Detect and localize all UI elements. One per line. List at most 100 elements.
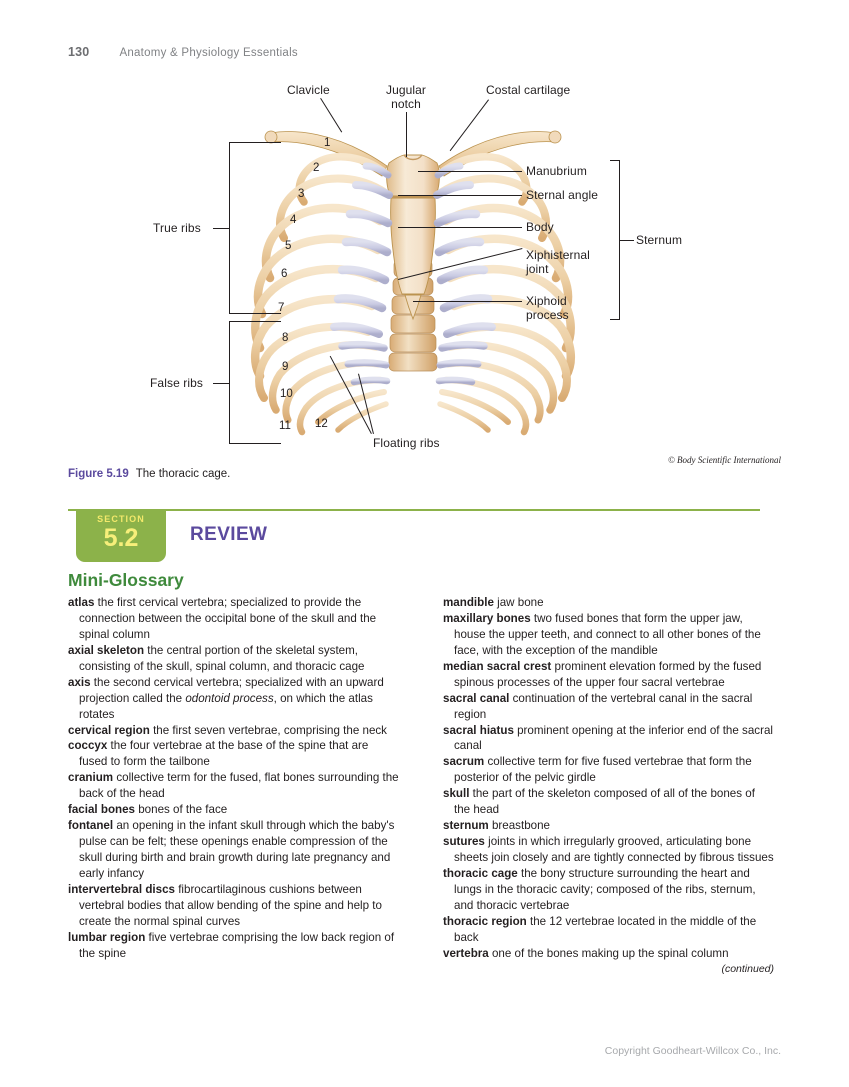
- glossary-definition: two fused bones that form the upper jaw,…: [454, 611, 761, 657]
- glossary-definition: the second cervical vertebra; specialize…: [79, 675, 384, 705]
- book-title: Anatomy & Physiology Essentials: [119, 47, 298, 59]
- glossary-entry: intervertebral discs fibrocartilaginous …: [68, 882, 399, 930]
- glossary-definition: bones of the face: [135, 803, 228, 817]
- glossary-definition: prominent opening at the inferior end of…: [454, 723, 773, 753]
- glossary-entry: skull the part of the skeleton composed …: [443, 786, 774, 818]
- glossary-entry: sacral canal continuation of the vertebr…: [443, 691, 774, 723]
- glossary-entry: mandible jaw bone: [443, 595, 774, 611]
- glossary-entry: coccyx the four vertebrae at the base of…: [68, 738, 399, 770]
- glossary-definition: five vertebrae comprising the low back r…: [79, 930, 395, 960]
- glossary-term: cervical region: [68, 723, 150, 737]
- glossary-term: intervertebral discs: [68, 882, 175, 896]
- label-sternal-angle: Sternal angle: [526, 188, 599, 202]
- rib-number-8: 8: [282, 332, 289, 344]
- glossary-term: maxillary bones: [443, 611, 531, 625]
- page-number: 130: [68, 45, 90, 59]
- ribs-left: [250, 153, 393, 436]
- label-xiphoid-process: Xiphoid process: [526, 294, 569, 323]
- glossary-term: atlas: [68, 596, 95, 609]
- glossary-term: sutures: [443, 835, 485, 849]
- ribcage-illustration: [248, 92, 578, 447]
- leader-manubrium: [418, 171, 522, 172]
- glossary-definition: collective term for five fused vertebrae…: [454, 755, 752, 785]
- bracket-false-ribs: [229, 321, 281, 444]
- glossary-term: sacral canal: [443, 691, 510, 705]
- rib-number-9: 9: [282, 361, 289, 373]
- glossary-entry: cranium collective term for the fused, f…: [68, 770, 399, 802]
- label-xiphisternal-joint: Xiphisternal joint: [526, 248, 590, 277]
- review-title: REVIEW: [190, 524, 268, 545]
- label-sternum: Sternum: [636, 233, 683, 247]
- glossary-entry: axial skeleton the central portion of th…: [68, 643, 399, 675]
- leader-sternal-angle: [398, 195, 522, 196]
- page-footer-copyright: Copyright Goodheart-Willcox Co., Inc.: [604, 1045, 781, 1057]
- glossary-term: sacrum: [443, 755, 485, 769]
- glossary-definition: fibrocartilaginous cushions between vert…: [79, 882, 382, 928]
- rib-number-3: 3: [298, 188, 305, 200]
- bracket-sternum: [610, 160, 620, 320]
- glossary-term: vertebra: [443, 946, 489, 960]
- glossary-entry: facial bones bones of the face: [68, 802, 399, 818]
- running-head: 130 Anatomy & Physiology Essentials: [68, 45, 298, 59]
- glossary-entry: maxillary bones two fused bones that for…: [443, 611, 774, 659]
- leader-jugular-notch: [406, 112, 407, 157]
- glossary-entry: vertebra one of the bones making up the …: [443, 946, 774, 962]
- label-floating-ribs: Floating ribs: [373, 436, 440, 450]
- glossary-entry: sutures joints in which irregularly groo…: [443, 834, 774, 866]
- label-manubrium: Manubrium: [526, 164, 587, 178]
- glossary-definition: continuation of the vertebral canal in t…: [454, 691, 753, 721]
- glossary-term: axial skeleton: [68, 643, 145, 657]
- glossary-term: facial bones: [68, 803, 136, 817]
- label-clavicle: Clavicle: [287, 83, 330, 97]
- ribs-right: [433, 153, 576, 436]
- glossary-definition: collective term for the fused, flat bone…: [79, 771, 399, 801]
- glossary-definition-tail: , on which the atlas rotates: [79, 691, 373, 721]
- glossary-term: thoracic region: [443, 914, 527, 928]
- figure-caption: Figure 5.19 The thoracic cage.: [68, 468, 230, 480]
- label-body: Body: [526, 220, 554, 234]
- leader-body: [398, 227, 522, 228]
- glossary-definition: an opening in the infant skull through w…: [79, 819, 395, 880]
- glossary-entry: sternum breastbone: [443, 818, 774, 834]
- glossary-definition: the first cervical vertebra; specialized…: [79, 596, 377, 641]
- rib-number-1: 1: [324, 137, 331, 149]
- leader-false-ribs: [213, 383, 230, 384]
- rib-number-2: 2: [313, 162, 320, 174]
- glossary-definition: the 12 vertebrae located in the middle o…: [454, 914, 757, 944]
- glossary-columns: atlas the first cervical vertebra; speci…: [68, 595, 774, 975]
- glossary-term: axis: [68, 675, 91, 689]
- glossary-term: skull: [443, 787, 470, 801]
- glossary-definition: jaw bone: [493, 596, 544, 609]
- glossary-entry: lumbar region five vertebrae comprising …: [68, 930, 399, 962]
- glossary-term: sacral hiatus: [443, 723, 514, 737]
- glossary-term: sternum: [443, 819, 489, 833]
- glossary-entry: thoracic region the 12 vertebrae located…: [443, 914, 774, 946]
- glossary-entry: axis the second cervical vertebra; speci…: [68, 675, 399, 723]
- glossary-term: lumbar region: [68, 930, 146, 944]
- glossary-definition-italic: odontoid process: [185, 691, 274, 705]
- label-jugular-notch: Jugular notch: [385, 83, 427, 112]
- glossary-definition: the central portion of the skeletal syst…: [79, 643, 365, 673]
- figure-number: Figure 5.19: [68, 468, 129, 480]
- glossary-entry: atlas the first cervical vertebra; speci…: [68, 595, 399, 643]
- glossary-definition: the part of the skeleton composed of all…: [454, 787, 755, 817]
- label-true-ribs: True ribs: [153, 221, 201, 235]
- rib-number-11: 11: [279, 420, 291, 432]
- figure-credit: © Body Scientific International: [667, 455, 781, 465]
- glossary-definition: the bony structure surrounding the heart…: [454, 866, 756, 912]
- glossary-entry: thoracic cage the bony structure surroun…: [443, 866, 774, 914]
- figure-caption-text: The thoracic cage.: [135, 468, 231, 480]
- section-badge-number: 5.2: [103, 524, 139, 552]
- glossary-definition: one of the bones making up the spinal co…: [488, 946, 729, 960]
- glossary-entry: median sacral crest prominent elevation …: [443, 659, 774, 691]
- glossary-definition: the four vertebrae at the base of the sp…: [79, 739, 369, 769]
- glossary-entry: fontanel an opening in the infant skull …: [68, 818, 399, 882]
- glossary-entry: cervical region the first seven vertebra…: [68, 723, 399, 739]
- glossary-entry: sacral hiatus prominent opening at the i…: [443, 723, 774, 755]
- sternum-bones: [386, 154, 440, 321]
- glossary-column-left: atlas the first cervical vertebra; speci…: [68, 595, 399, 975]
- glossary-entry: sacrum collective term for five fused ve…: [443, 754, 774, 786]
- clavicles: [264, 130, 562, 177]
- bracket-true-ribs: [229, 142, 281, 314]
